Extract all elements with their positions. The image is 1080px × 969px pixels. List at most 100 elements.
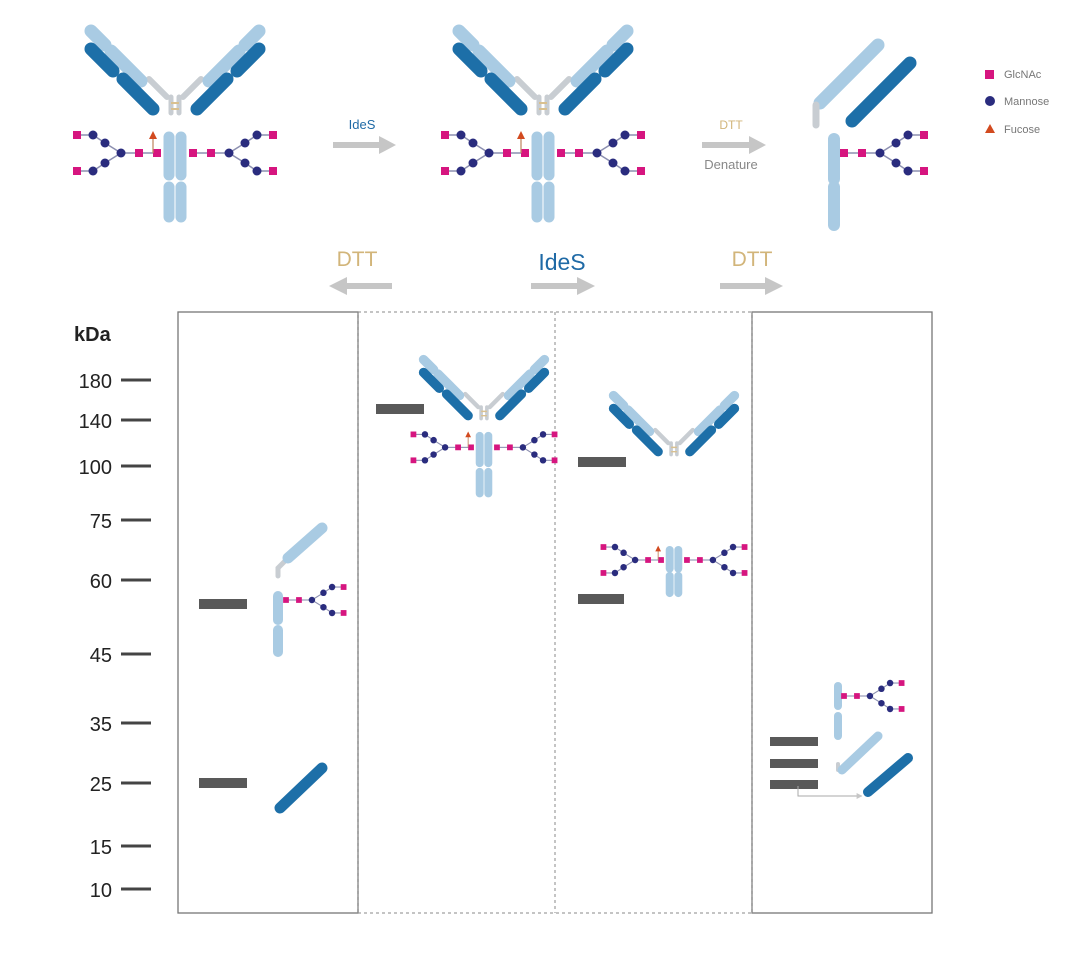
glcnac-icon [283, 597, 289, 603]
glcnac-icon [854, 693, 860, 699]
glcnac-icon [551, 431, 558, 438]
mannose-icon [903, 166, 913, 176]
disulfide-bond [171, 102, 179, 110]
mannose-icon [240, 158, 250, 168]
glcnac-icon [697, 557, 703, 563]
glcnac-icon [920, 167, 928, 175]
mannose-icon [421, 431, 429, 438]
glcnac-icon [340, 584, 347, 590]
glcnac-icon [441, 131, 449, 139]
glcnac-icon [455, 444, 461, 451]
lane1-heavy-chain-icon [273, 522, 347, 657]
mannose-icon [308, 596, 316, 604]
mannose-icon [320, 603, 327, 611]
glcnac-icon [494, 444, 500, 451]
glcnac-icon [645, 557, 651, 563]
marker-label-25: 25 [90, 774, 112, 796]
mannose-icon [100, 138, 110, 148]
mannose-icon [441, 444, 449, 451]
mannose-icon [539, 431, 547, 438]
glcnac-icon [410, 457, 417, 464]
mannose-icon [620, 563, 627, 571]
glcnac-icon [600, 570, 607, 576]
mannose-icon [224, 148, 234, 158]
lane-right-dtt-label: DTT [732, 248, 773, 271]
mannose-icon [519, 444, 527, 451]
mannose-icon [886, 705, 894, 713]
mannose-icon [531, 436, 538, 444]
mannose-icon [531, 451, 538, 458]
mannose-icon [88, 130, 98, 140]
fucose-icon [149, 131, 157, 139]
mannose-icon [240, 138, 250, 148]
lane3-fc-band [578, 594, 624, 604]
glcnac-icon [153, 149, 161, 157]
mannose-icon [421, 457, 429, 464]
mannose-icon [456, 130, 466, 140]
mannose-icon [116, 148, 126, 158]
glcnac-icon [575, 149, 583, 157]
mannose-icon [709, 556, 717, 564]
glcnac-icon [840, 149, 848, 157]
fucose-icon [517, 131, 525, 139]
lane1-light-chain-band [199, 778, 247, 788]
lane-step-arrows: DTT IdeS DTT [329, 248, 783, 295]
mannose-icon [886, 679, 894, 687]
gel-lane-2-3-dashed-border [357, 311, 753, 914]
mannose-icon [903, 130, 913, 140]
mannose-icon [620, 130, 630, 140]
mannose-icon [592, 148, 602, 158]
ides-step-label: IdeS [349, 117, 376, 132]
mannose-icon [721, 563, 728, 571]
glcnac-icon [600, 544, 607, 550]
gel-unit-label: kDa [74, 324, 112, 346]
mannose-icon [620, 549, 627, 557]
glcnac-icon [73, 167, 81, 175]
legend: GlcNAc Mannose Fucose [985, 69, 1049, 136]
glcnac-icon [410, 431, 417, 438]
mannose-icon [611, 543, 619, 551]
mannose-icon [878, 685, 885, 693]
mannose-icon [328, 609, 336, 617]
disulfide-bond [481, 410, 487, 417]
marker-label-45: 45 [90, 645, 112, 667]
glcnac-icon [73, 131, 81, 139]
lane3-fab2-icon [608, 390, 740, 457]
mannose-icon [721, 549, 728, 557]
mannose-icon [729, 543, 737, 551]
glcnac-icon [684, 557, 690, 563]
glcnac-icon [296, 597, 302, 603]
glcnac-icon [269, 167, 277, 175]
glcnac-icon [135, 149, 143, 157]
mannose-icon [539, 457, 547, 464]
fucose-legend-swatch [985, 124, 995, 133]
glcnac-icon [637, 167, 645, 175]
glcnac-icon [557, 149, 565, 157]
glcnac-icon [741, 544, 748, 550]
mannose-icon [456, 166, 466, 176]
fucose-icon [465, 431, 472, 438]
mannose-icon [88, 166, 98, 176]
mannose-icon [430, 436, 437, 444]
glcnac-icon [898, 680, 905, 686]
glcnac-icon [340, 610, 347, 616]
marker-label-15: 15 [90, 837, 112, 859]
mannose-legend-label: Mannose [1004, 96, 1049, 108]
dtt-denature-step-arrow: DTT Denature [702, 118, 766, 172]
glcnac-icon [841, 693, 847, 699]
marker-label-60: 60 [90, 571, 112, 593]
glcnac-icon [269, 131, 277, 139]
mannose-icon [468, 138, 478, 148]
glcnac-icon [441, 167, 449, 175]
mannose-icon [878, 699, 885, 707]
glcnac-icon [189, 149, 197, 157]
marker-label-35: 35 [90, 714, 112, 736]
marker-label-180: 180 [79, 371, 112, 393]
lane1-heavy-chain-band [199, 599, 247, 609]
gel-panel [177, 311, 933, 914]
mannose-icon [468, 158, 478, 168]
disulfide-bond [539, 102, 547, 110]
lane2-intact-antibody-band [376, 404, 424, 414]
